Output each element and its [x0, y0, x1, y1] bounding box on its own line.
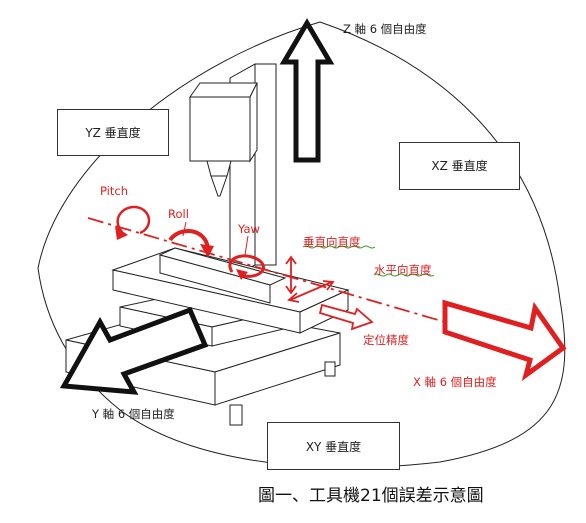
roll-arrowhead: [200, 244, 214, 258]
positioning-accuracy-label: 定位精度: [363, 333, 409, 347]
roll-rotation-arrow: [168, 229, 210, 249]
pitch-label: Pitch: [100, 184, 128, 198]
figure-caption: 圖一、工具機21個誤差示意圖: [258, 486, 484, 506]
pitch-arrowhead: [115, 226, 128, 240]
x-axis-reference-line: [87, 217, 446, 323]
positioning-arrow: [318, 303, 374, 331]
yaw-label: Yaw: [238, 222, 260, 236]
spellcheck-underline: [302, 245, 376, 249]
roll-leader: [182, 221, 187, 237]
vertical-straightness-arrow: [285, 255, 297, 295]
xz-perpendicularity-label: XZ 垂直度: [431, 159, 488, 173]
x-axis-arrow: [442, 299, 567, 382]
yz-perpendicularity-label: YZ 垂直度: [85, 126, 141, 140]
xy-perpendicularity-label: XY 垂直度: [305, 440, 362, 454]
x-axis-label: X 軸 6 個自由度: [413, 375, 497, 389]
yaw-arrowhead: [236, 269, 248, 280]
z-axis-arrow: [279, 18, 335, 163]
spellcheck-underline: [373, 273, 435, 277]
z-axis-label: Z 軸 6 個自由度: [343, 22, 427, 36]
y-axis-arrow: [59, 306, 209, 395]
worktable: [111, 247, 350, 334]
envelope-arc: [37, 21, 566, 468]
xz-perpendicularity-box: XZ 垂直度: [399, 142, 520, 190]
yaw-leader: [244, 235, 249, 256]
xy-perpendicularity-box: XY 垂直度: [267, 422, 400, 470]
y-axis-label: Y 軸 6 個自由度: [92, 407, 175, 421]
pitch-rotation-arrow: [116, 205, 151, 235]
yaw-rotation-arrow: [228, 254, 265, 278]
horizontal-straightness-label: 水平向直度: [374, 263, 432, 277]
horizontal-straightness-arrow: [287, 280, 335, 303]
yz-perpendicularity-box: YZ 垂直度: [57, 109, 169, 156]
spindle-head: [189, 82, 258, 197]
roll-label: Roll: [168, 207, 189, 221]
vertical-straightness-label: 垂直向直度: [303, 235, 361, 249]
